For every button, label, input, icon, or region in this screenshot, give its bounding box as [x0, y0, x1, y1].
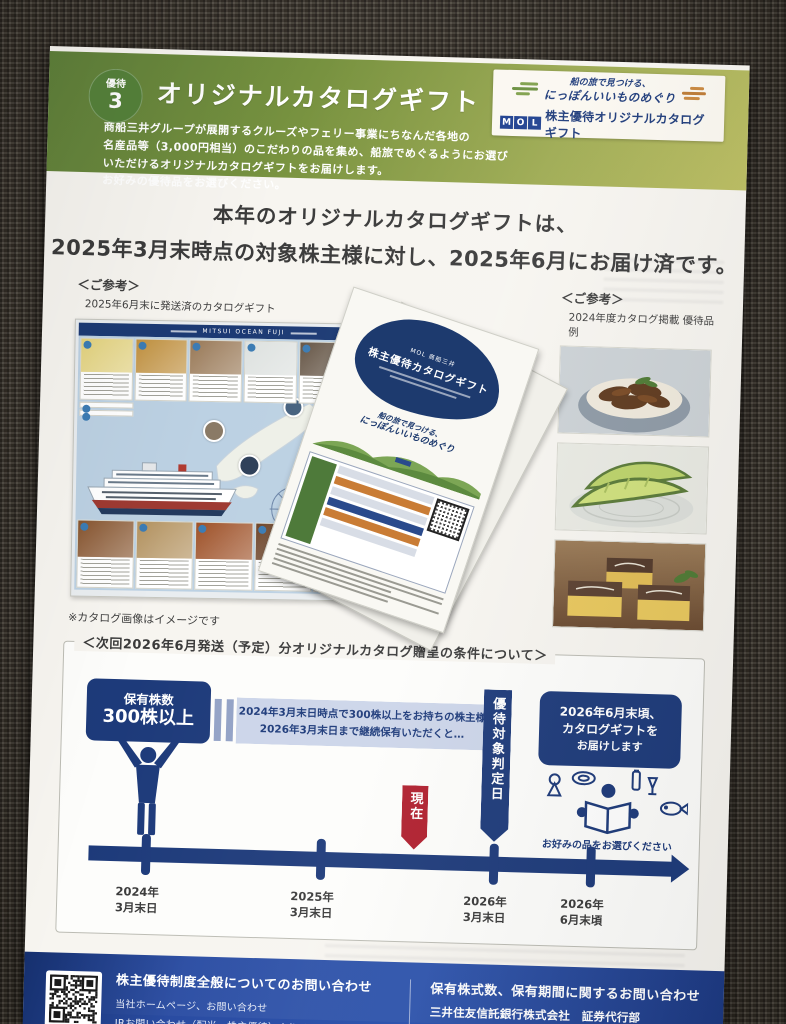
footer-left-column: 株主優待制度全般についてのお問い合わせ 当社ホームページ、お問い合わせ IRお問…: [114, 969, 390, 1024]
current-date-ribbon: 現在: [401, 785, 429, 850]
cruise-ship-illustration: [87, 462, 237, 517]
catalog-product-thumb: [243, 340, 298, 404]
wave-icon: [681, 87, 706, 101]
wave-icon: [511, 82, 539, 96]
delivery-info-box: 2026年6月末頃、 カタログギフトを お届けします: [538, 690, 683, 769]
logo-tagline-2: にっぽんいいものめぐり: [543, 88, 676, 106]
catalog-spread-image: MITSUI OCEAN FUJI: [69, 286, 568, 652]
benefit-number-badge: 優待 3: [87, 68, 144, 124]
right-ref-caption: 2024年度カタログ掲載 優待品例: [568, 311, 715, 339]
melon-image: [554, 442, 710, 535]
mol-letter: O: [513, 116, 528, 130]
logo-label: 株主優待オリジナルカタログギフト: [544, 108, 705, 141]
catalog-banner-text: MITSUI OCEAN FUJI: [202, 327, 286, 337]
choose-gift-note: お好みの品をお選びください: [541, 839, 672, 854]
footer-left-heading: 株主優待制度全般についてのお問い合わせ: [115, 973, 373, 996]
timeline-tick: [585, 846, 596, 888]
page-title: オリジナルカタログギフト: [156, 79, 481, 118]
header-description: 商船三井グループが展開するクルーズやフェリー事業にちなんだ各地の 名産品等（3,…: [102, 119, 534, 202]
mol-letter: M: [499, 115, 514, 130]
header-band: 優待 3 オリジナルカタログギフト （年1回贈呈） 商船三井グループが展開するク…: [46, 50, 750, 192]
person-holding-sign-icon: [117, 740, 180, 836]
footer-divider: [407, 979, 411, 1024]
unagi-rice-bowl-image: [557, 345, 712, 438]
catalog-product-thumb: [135, 520, 194, 590]
brochure-overlay-image: MOL 商船三井 株主優待カタログギフト 船の旅で見つける、 にっぽんいいものめ…: [257, 286, 568, 652]
catalog-product-thumb: [79, 401, 134, 413]
holding-condition-banner: 2024年3月末日時点で300株以上をお持ちの株主様 2026年3月末日まで継続…: [236, 697, 503, 750]
footer-right-line: 三井住友信託銀行株式会社 証券代行部: [429, 1004, 641, 1024]
contact-footer: 株主優待制度全般についてのお問い合わせ 当社ホームページ、お問い合わせ IRお問…: [21, 951, 725, 1024]
catalog-product-thumb: [79, 337, 134, 401]
holding-sign-line2: 300株以上: [102, 705, 195, 730]
hills-illustration: [312, 441, 481, 501]
choose-gift-icons: [546, 768, 690, 835]
mol-gift-logo-box: 船の旅で見つける、 にっぽんいいものめぐり M O L 株主優待オリジナルカタロ…: [491, 69, 726, 142]
flyer-page: 優待 3 オリジナルカタログギフト （年1回贈呈） 商船三井グループが展開するク…: [21, 46, 750, 1024]
timeline-tick: [315, 838, 326, 880]
badge-number: 3: [107, 88, 124, 114]
separator-stripes: [213, 698, 234, 742]
footer-right-column: 保有株式数、保有期間に関するお問い合わせ 三井住友信託銀行株式会社 証券代行部 …: [428, 978, 704, 1024]
timeline-tick: [140, 833, 152, 876]
mol-logo: M O L: [499, 115, 542, 130]
footer-right-heading: 保有株式数、保有期間に関するお問い合わせ: [430, 981, 701, 1005]
catalog-thumb-col-left: [79, 401, 134, 421]
right-ref-label: ＜ご参考＞: [560, 290, 624, 308]
mol-letter: L: [527, 116, 542, 130]
conditions-diagram: ＜次回2026年6月発送（予定）分オリジナルカタログ贈呈の条件について＞ 保有株…: [55, 631, 706, 951]
brochure-front-sheet: MOL 商船三井 株主優待カタログギフト 船の旅で見つける、 にっぽんいいものめ…: [257, 286, 540, 634]
holding-shares-sign: 保有株数 300株以上: [85, 678, 212, 744]
catalog-product-thumb: [188, 339, 243, 403]
delivery-line3: お届けします: [576, 739, 643, 755]
castella-cake-image: [551, 539, 707, 632]
catalog-product-thumb: [134, 338, 188, 402]
catalog-product-thumb: [76, 519, 135, 589]
timeline-tick: [488, 843, 499, 885]
judgement-date-ribbon: 優待対象判定日: [480, 689, 512, 842]
catalog-product-thumb: [194, 521, 254, 591]
qr-code: [44, 970, 103, 1024]
